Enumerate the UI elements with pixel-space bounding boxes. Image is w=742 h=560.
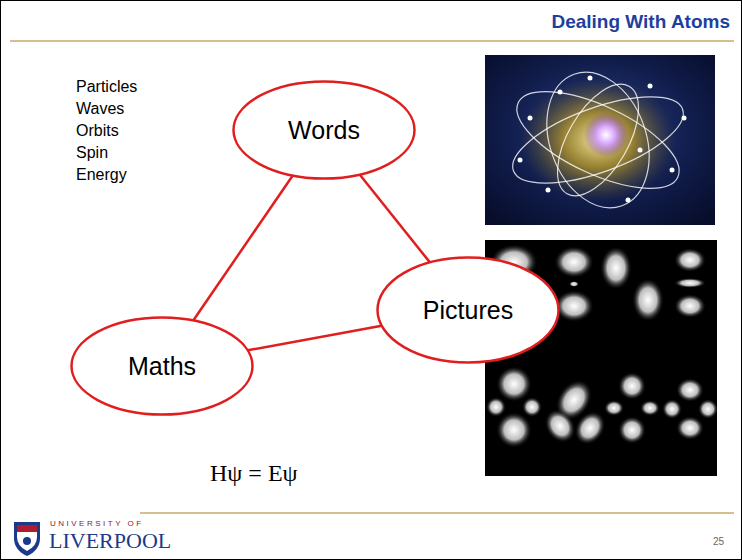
- list-item: Waves: [76, 100, 124, 118]
- ellipse-shape: [72, 318, 253, 415]
- list-item: Energy: [76, 166, 127, 184]
- connector-line: [360, 175, 430, 263]
- page-number: 25: [713, 536, 724, 548]
- logo-text: LIVERPOOL: [49, 528, 171, 553]
- node-label: Maths: [128, 352, 196, 381]
- ellipse-shape: [378, 258, 559, 363]
- equation: Hψ = Eψ: [210, 460, 298, 488]
- slide-title: Dealing With Atoms: [551, 11, 730, 33]
- ellipse-shape: [234, 82, 415, 179]
- list-item: Spin: [76, 144, 108, 162]
- node-label: Pictures: [423, 296, 513, 325]
- list-item: Orbits: [76, 122, 119, 140]
- connector-line: [248, 326, 382, 351]
- node-label: Words: [288, 116, 360, 145]
- concept-ellipse: Pictures: [376, 256, 560, 364]
- title-rule: [10, 40, 734, 42]
- university-shield: [14, 522, 40, 556]
- connector-line: [193, 176, 293, 321]
- footer-rule: [140, 512, 734, 514]
- logo-text: UNIVERSITY OF: [50, 519, 144, 528]
- concept-ellipse: Maths: [70, 316, 254, 416]
- concept-ellipse: Words: [232, 80, 416, 180]
- atom-illustration: [485, 55, 715, 225]
- list-item: Particles: [76, 78, 137, 96]
